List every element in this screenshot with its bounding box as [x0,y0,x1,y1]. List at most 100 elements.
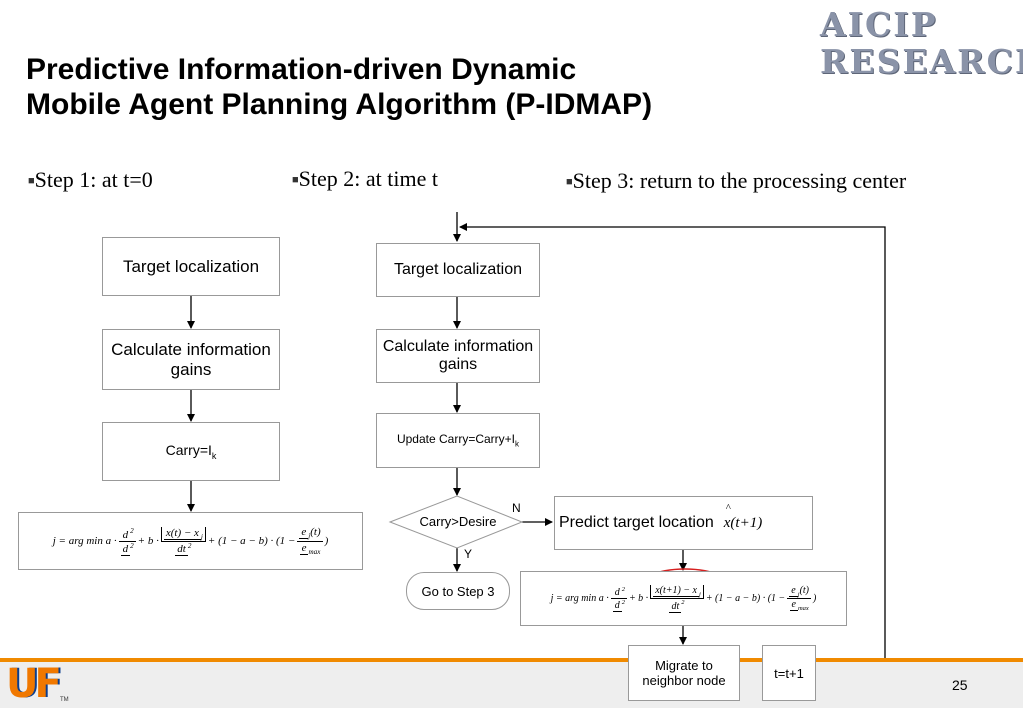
c1-carry-box: Carry=Ik [102,422,280,481]
f-dden: d [120,543,131,557]
c1-target-localization-box: Target localization [102,237,280,296]
f2-eden: e [789,599,798,611]
f-enum-arg: (t) [310,526,321,539]
c2-calculate-gains-label: Calculate information gains [382,338,534,373]
uf-trademark: TM [60,697,69,703]
increment-label: t=t+1 [774,665,804,681]
step-3-text: Step 3: return to the processing center [572,168,907,193]
page-title-line-1: Predictive Information-driven Dynamic [26,53,577,86]
f-norm: x(t) − x [163,526,201,540]
predict-target-location-math: ^ x(t+1) [723,502,763,532]
logo-line-2: RESEARCH [820,42,1023,81]
square-bullet-icon: ■ [566,176,573,188]
go-to-step-3-box: Go to Step 3 [406,572,510,610]
f-norm-sub: j [200,532,203,541]
decision-diamond-shape [388,495,524,549]
f2-norm: x(t+1) − x [653,585,699,598]
f2-dden-sup: 2 [621,599,625,606]
f2-enum-sub: j [797,591,800,598]
c2-update-text: Update Carry=Carry+I [396,432,516,447]
f2-dnum: d [612,587,622,599]
f2-dt-sup: 2 [681,599,685,607]
c1-carry-label: Carry=Ik [166,442,217,461]
c1-calculate-gains-box: Calculate information gains [102,329,280,390]
step-2-heading: ■Step 2: at time t [292,166,438,192]
formula2-argmin: j = arg min [550,593,597,604]
f2-norm-sub: j [699,591,701,599]
f-eden: e [299,541,309,555]
page-number: 25 [952,677,968,693]
formula-b-term: + b · [137,535,159,547]
decision-no-label: N [512,501,521,515]
c2-calculate-gains-box: Calculate information gains [376,329,540,383]
page-title-line-2: Mobile Agent Planning Algorithm (P-IDMAP… [26,88,653,121]
f-dnum: d [120,528,131,542]
page-title: Predictive Information-driven Dynamic Mo… [26,52,652,122]
c2-update-carry-label: Update Carry=Carry+Ik [397,432,519,448]
c2-update-sub: k [515,439,520,449]
footer-band [0,662,1023,708]
f-dnum-sup: 2 [130,526,134,535]
c1-calculate-gains-label: Calculate information gains [111,339,271,379]
square-bullet-icon: ■ [28,175,35,187]
logo-line-1: AICIP [820,5,938,44]
formula-lhs: j = arg min [53,535,103,547]
uf-logo: UF [6,661,62,707]
c2-target-localization-box: Target localization [376,243,540,297]
step-3-heading: ■Step 3: return to the processing center [566,168,906,194]
footer-accent-line [0,658,1023,662]
f-enum: e [299,526,309,540]
c2-update-carry-box: Update Carry=Carry+Ik [376,413,540,468]
f2-enum-arg: (t) [799,585,810,596]
f2-dnum-sup: 2 [621,585,625,593]
formula-a-term: a · [105,535,117,547]
decision-label: Carry>Desire [419,514,497,529]
predict-target-location-label: Predict target location [559,514,714,531]
f-dt-sup: 2 [187,541,192,550]
f2-dt: dt [669,600,682,613]
formula-argmin: j = arg min [52,535,103,547]
predict-hat: ^ [725,501,731,514]
square-bullet-icon: ■ [292,174,299,186]
c2-target-localization-label: Target localization [393,261,523,278]
step-1-text: Step 1: at t=0 [34,167,153,192]
increment-box: t=t+1 [762,645,816,701]
formula2-b-term: + b · [628,593,649,604]
f-dden-sup: 2 [130,541,134,550]
f-eden-sub: max [308,547,321,556]
formula-close-paren: ) [324,535,329,547]
f2-enum: e [789,585,798,597]
step-1-heading: ■Step 1: at t=0 [28,167,153,193]
predict-target-location-box: Predict target location ^ x(t+1) [554,496,813,550]
formula2-close-paren: ) [813,593,817,604]
migrate-box: Migrate to neighbor node [628,645,740,701]
f-enum-sub: j [308,532,311,541]
f2-eden-sub: max [797,605,809,612]
c1-carry-text: Carry=I [165,442,212,459]
decision-yes-label: Y [464,547,473,561]
predict-math-text: x(t+1) [723,514,763,531]
go-to-step-3-label: Go to Step 3 [421,583,495,599]
formula2-a-term: a · [598,593,609,604]
formula-energy-term: + (1 − a − b) · (1 − [207,535,296,547]
